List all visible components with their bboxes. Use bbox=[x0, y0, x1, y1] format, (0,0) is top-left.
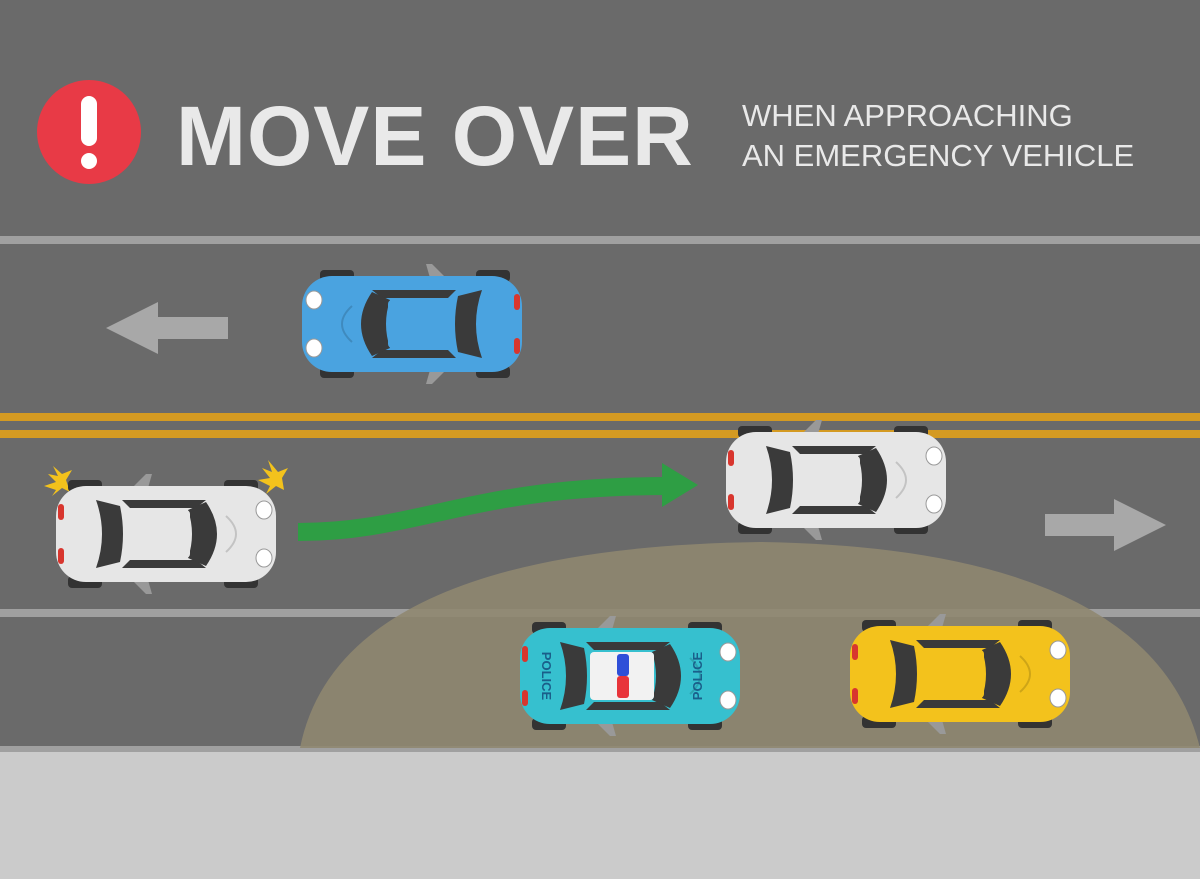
yellow-car bbox=[849, 613, 1071, 735]
white-car-hazards bbox=[55, 473, 277, 595]
police-car: POLICE POLICE bbox=[519, 615, 741, 737]
police-label-front: POLICE bbox=[690, 651, 705, 700]
police-light-blue bbox=[617, 654, 629, 676]
white-car-moved-over bbox=[725, 419, 947, 541]
shoulder-line bbox=[0, 746, 1200, 752]
center-line-upper bbox=[0, 413, 1200, 421]
subtitle-line-1: WHEN APPROACHING bbox=[742, 98, 1073, 133]
sidewalk bbox=[0, 752, 1200, 879]
blue-car bbox=[301, 263, 523, 385]
lane-change-arrow bbox=[297, 463, 698, 541]
right-direction-arrow bbox=[1045, 499, 1166, 551]
police-light-red bbox=[617, 676, 629, 698]
hazard-lights bbox=[44, 460, 288, 496]
police-label-rear: POLICE bbox=[539, 652, 554, 701]
center-line-lower bbox=[0, 430, 1200, 438]
left-direction-arrow bbox=[106, 302, 228, 354]
page-subtitle: WHEN APPROACHING AN EMERGENCY VEHICLE bbox=[742, 96, 1134, 176]
subtitle-line-2: AN EMERGENCY VEHICLE bbox=[742, 138, 1135, 173]
lane-edge-line bbox=[0, 236, 1200, 244]
page-title: MOVE OVER bbox=[176, 89, 694, 183]
exclamation-icon bbox=[37, 80, 141, 184]
